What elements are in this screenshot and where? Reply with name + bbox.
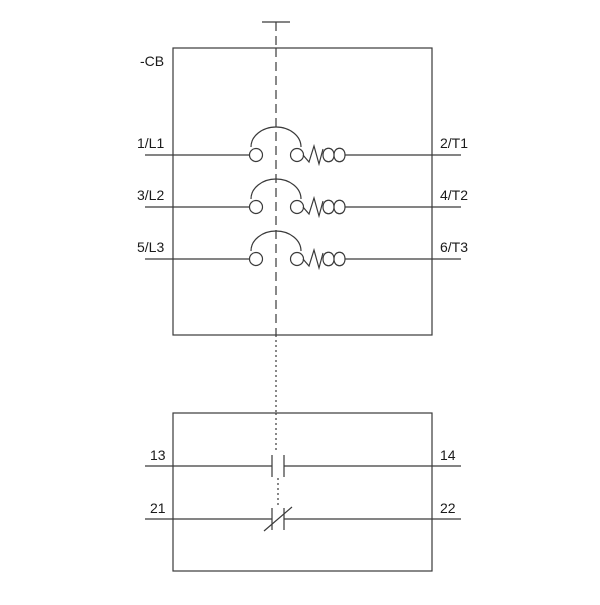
contact-arc-1: [250, 126, 302, 148]
contact-moving-2: [289, 199, 305, 215]
terminal-label-14: 14: [440, 447, 456, 463]
terminal-label-1-l1: 1/L1: [137, 135, 164, 151]
device-tag: -CB: [140, 53, 164, 69]
contact-arc-2: [250, 178, 302, 200]
terminal-label-13: 13: [150, 447, 166, 463]
contact-fixed-1: [248, 147, 264, 163]
contact-fixed-2: [248, 199, 264, 215]
thermal-trip-1: [302, 143, 324, 167]
terminal-label-3-l2: 3/L2: [137, 187, 164, 203]
main-breaker-box: [172, 47, 433, 336]
terminal-label-5-l3: 5/L3: [137, 239, 164, 255]
contact-moving-3: [289, 251, 305, 267]
terminal-label-4-t2: 4/T2: [440, 187, 468, 203]
nc-contact-21-22: 21 22: [145, 500, 461, 532]
thermal-trip-2: [302, 195, 324, 219]
thermal-trip-3: [302, 247, 324, 271]
terminal-label-21: 21: [150, 500, 166, 516]
contact-arc-3: [250, 230, 302, 252]
no-contact-13-14: 13 14: [145, 447, 461, 477]
nc-diagonal: [263, 506, 293, 532]
terminal-label-2-t1: 2/T1: [440, 135, 468, 151]
auxiliary-contact-box: [172, 412, 433, 572]
contact-fixed-3: [248, 251, 264, 267]
magnetic-trip-2: [322, 199, 346, 215]
magnetic-trip-3: [322, 251, 346, 267]
contact-moving-1: [289, 147, 305, 163]
terminal-label-6-t3: 6/T3: [440, 239, 468, 255]
pole-2: 3/L2 4/T2: [137, 178, 468, 219]
magnetic-trip-1: [322, 147, 346, 163]
pole-1: 1/L1 2/T1: [137, 126, 468, 167]
terminal-label-22: 22: [440, 500, 456, 516]
pole-3: 5/L3 6/T3: [137, 230, 468, 271]
